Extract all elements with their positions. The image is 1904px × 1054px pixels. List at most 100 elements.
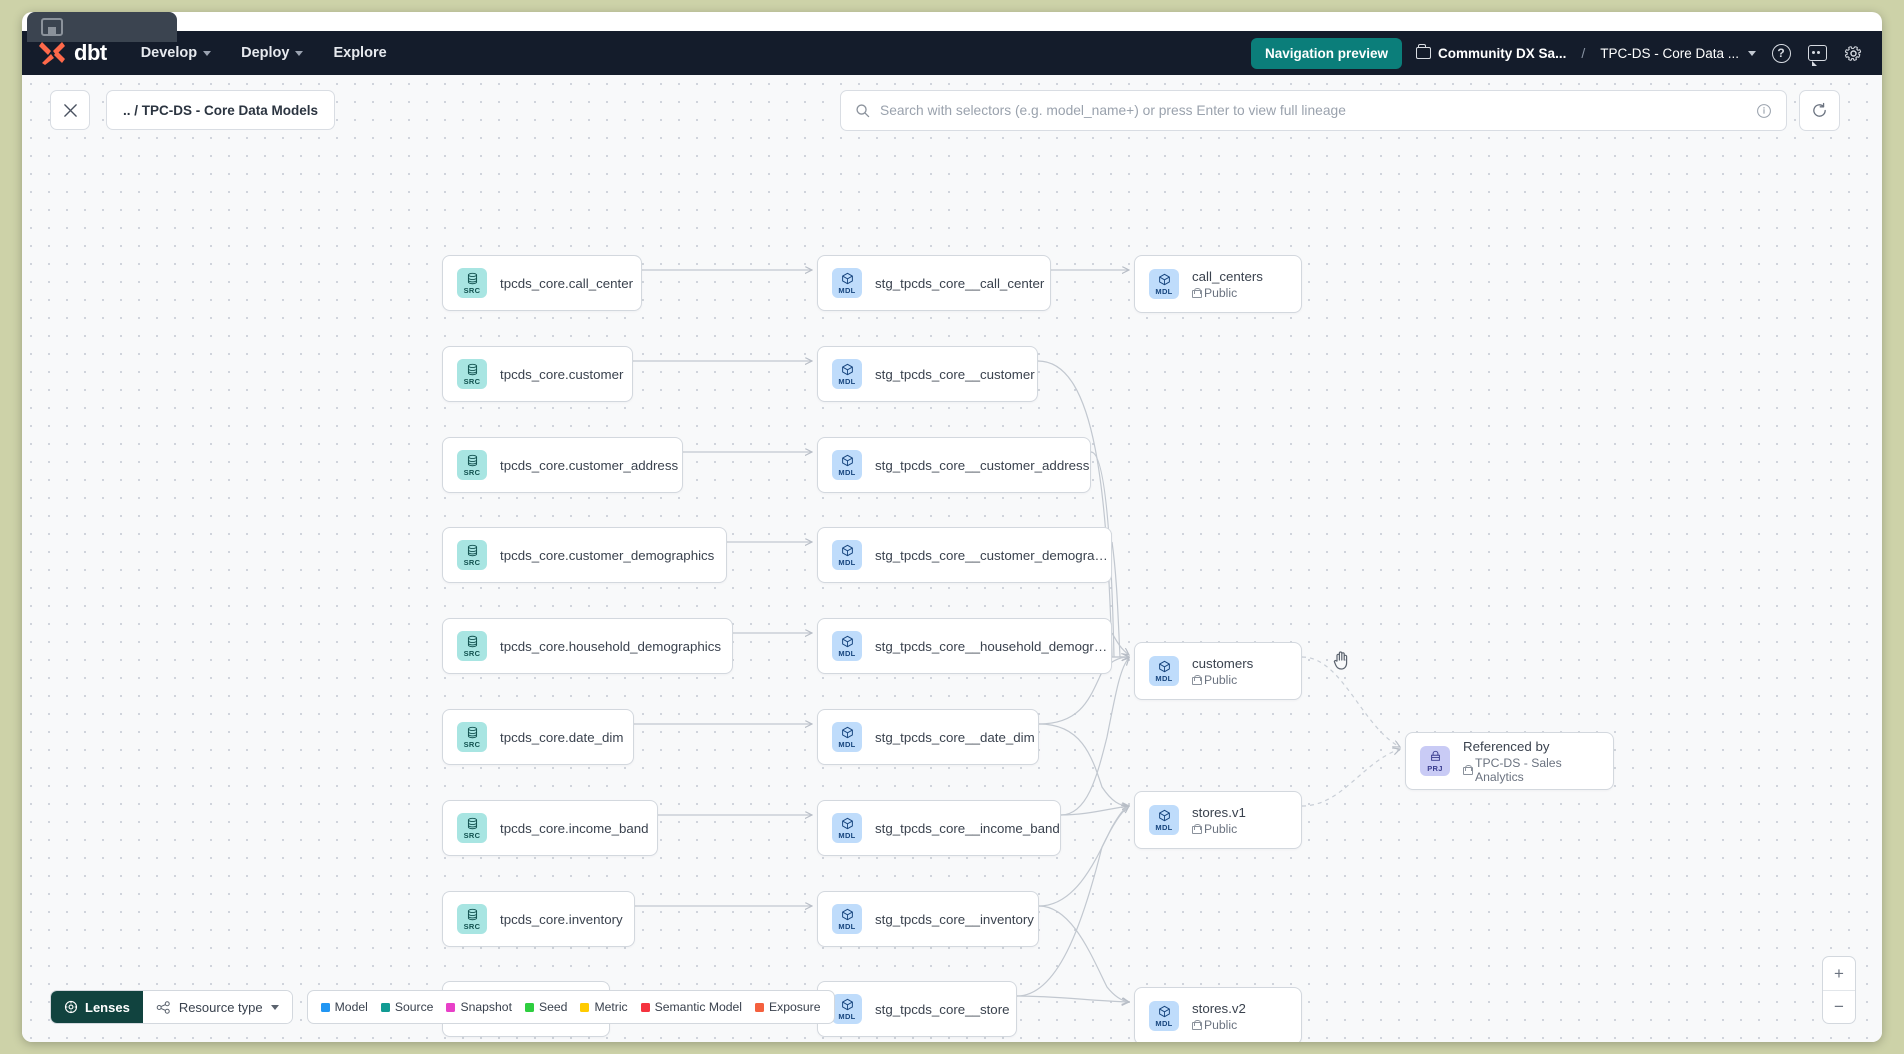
primary-nav: Develop Deploy Explore <box>141 45 387 61</box>
legend-item-seed[interactable]: Seed <box>524 1000 568 1014</box>
node-title: stg_tpcds_core__customer_demogra… <box>875 547 1108 563</box>
legend-label: Metric <box>594 1000 628 1014</box>
legend-item-exposure[interactable]: Exposure <box>755 1000 821 1014</box>
node-title: tpcds_core.customer_address <box>500 457 679 473</box>
refresh-button[interactable] <box>1799 90 1840 131</box>
node-title: stg_tpcds_core__income_band <box>875 820 1060 836</box>
lock-icon <box>1192 1019 1202 1030</box>
node-access-label: Public <box>1192 286 1263 300</box>
src-badge-icon: SRC <box>457 722 487 752</box>
lineage-canvas[interactable]: .. / TPC-DS - Core Data Models <box>22 75 1882 1042</box>
node-text: tpcds_core.call_center <box>500 276 633 291</box>
node-title: stg_tpcds_core__customer_address <box>875 457 1090 473</box>
node-text: stg_tpcds_core__store <box>875 1002 1010 1017</box>
account-breadcrumb[interactable]: Community DX Sa... <box>1416 44 1566 61</box>
legend-item-source[interactable]: Source <box>380 1000 434 1014</box>
legend-item-semantic-model[interactable]: Semantic Model <box>640 1000 742 1014</box>
node-text: tpcds_core.household_demographics <box>500 639 721 654</box>
close-icon <box>63 103 77 117</box>
nav-item-explore[interactable]: Explore <box>333 45 386 61</box>
browser-tab[interactable] <box>27 12 177 42</box>
navigation-preview-button[interactable]: Navigation preview <box>1251 37 1403 69</box>
node-access-label: Public <box>1192 1018 1246 1032</box>
mdl-badge-icon: MDL <box>1149 805 1179 835</box>
dbt-logo-text: dbt <box>74 40 107 65</box>
legend-item-metric[interactable]: Metric <box>580 1000 628 1014</box>
top-navigation-bar: dbt Develop Deploy Explore Navigation pr… <box>22 31 1882 75</box>
feedback-button[interactable] <box>1806 42 1828 66</box>
lenses-button[interactable]: Lenses <box>51 991 143 1023</box>
mdl-badge-icon: MDL <box>1149 1001 1179 1031</box>
refresh-icon <box>1813 102 1826 117</box>
resource-type-dropdown[interactable]: Resource type <box>142 991 292 1023</box>
search-box[interactable] <box>840 90 1787 131</box>
legend-label: Source <box>394 1000 434 1014</box>
node-text: stg_tpcds_core__date_dim <box>875 730 1035 745</box>
src-badge-icon: SRC <box>457 813 487 843</box>
node-title: tpcds_core.customer <box>500 366 624 382</box>
zoom-out-button[interactable]: − <box>1823 990 1855 1023</box>
legend-item-snapshot[interactable]: Snapshot <box>446 1000 512 1014</box>
legend-label: Seed <box>538 1000 568 1014</box>
staging-model-node-2[interactable]: MDL stg_tpcds_core__customer_address <box>817 437 1091 493</box>
lock-icon <box>1463 764 1473 775</box>
settings-button[interactable] <box>1842 42 1864 64</box>
node-title: tpcds_core.income_band <box>500 820 649 836</box>
lenses-label: Lenses <box>85 999 130 1015</box>
bottom-toolbar: Lenses Resource type Model Source Snapshot… <box>50 990 835 1024</box>
help-button[interactable]: ? <box>1770 42 1792 64</box>
src-badge-icon: SRC <box>457 904 487 934</box>
mdl-badge-icon: MDL <box>832 450 862 480</box>
legend-swatch <box>380 1002 390 1012</box>
node-text: stg_tpcds_core__customer_address <box>875 457 1090 473</box>
node-title: stg_tpcds_core__customer <box>875 366 1035 382</box>
legend-item-model[interactable]: Model <box>320 1000 368 1014</box>
project-breadcrumb[interactable]: TPC-DS - Core Data ... <box>1600 46 1756 61</box>
dbt-logo[interactable]: dbt <box>38 40 107 66</box>
close-graph-button[interactable] <box>50 90 90 130</box>
prj-badge-icon: PRJ <box>1420 746 1450 776</box>
node-access-label: Public <box>1192 673 1253 687</box>
info-icon[interactable] <box>1756 103 1772 119</box>
search-input[interactable] <box>880 103 1746 118</box>
node-title: stg_tpcds_core__call_center <box>875 275 1045 291</box>
legend-label: Exposure <box>769 1000 821 1014</box>
zoom-in-button[interactable]: + <box>1834 963 1844 983</box>
node-title: call_centers <box>1192 268 1263 284</box>
mdl-badge-icon: MDL <box>832 631 862 661</box>
nav-item-deploy[interactable]: Deploy <box>241 45 304 61</box>
lenses-group: Lenses Resource type <box>50 990 293 1024</box>
source-node-6[interactable]: SRC tpcds_core.income_band <box>442 800 658 856</box>
lens-icon <box>64 1000 78 1014</box>
node-text: stg_tpcds_core__inventory <box>875 912 1034 927</box>
node-text: tpcds_core.customer_address <box>500 457 679 473</box>
node-access-label: TPC-DS - Sales Analytics <box>1463 756 1599 784</box>
graph-breadcrumb[interactable]: .. / TPC-DS - Core Data Models <box>106 90 336 130</box>
nav-item-develop[interactable]: Develop <box>141 45 212 61</box>
node-title: stores.v2 <box>1192 1000 1246 1016</box>
search-area <box>840 90 1840 131</box>
chevron-down-icon <box>295 50 304 56</box>
